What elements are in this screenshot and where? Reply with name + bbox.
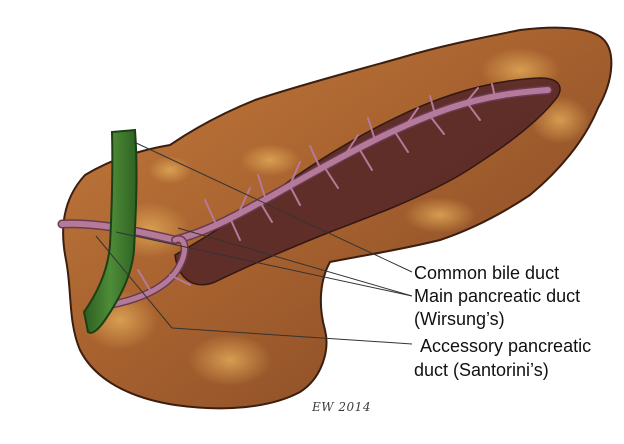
label-accessory-pancreatic-duct-eponym: duct (Santorini’s): [414, 359, 549, 381]
label-common-bile-duct: Common bile duct: [414, 262, 559, 284]
artist-signature: EW 2014: [312, 400, 371, 414]
label-main-pancreatic-duct: Main pancreatic duct: [414, 285, 580, 307]
label-accessory-pancreatic-duct: Accessory pancreatic: [416, 335, 591, 357]
label-main-pancreatic-duct-eponym: (Wirsung’s): [414, 308, 505, 330]
